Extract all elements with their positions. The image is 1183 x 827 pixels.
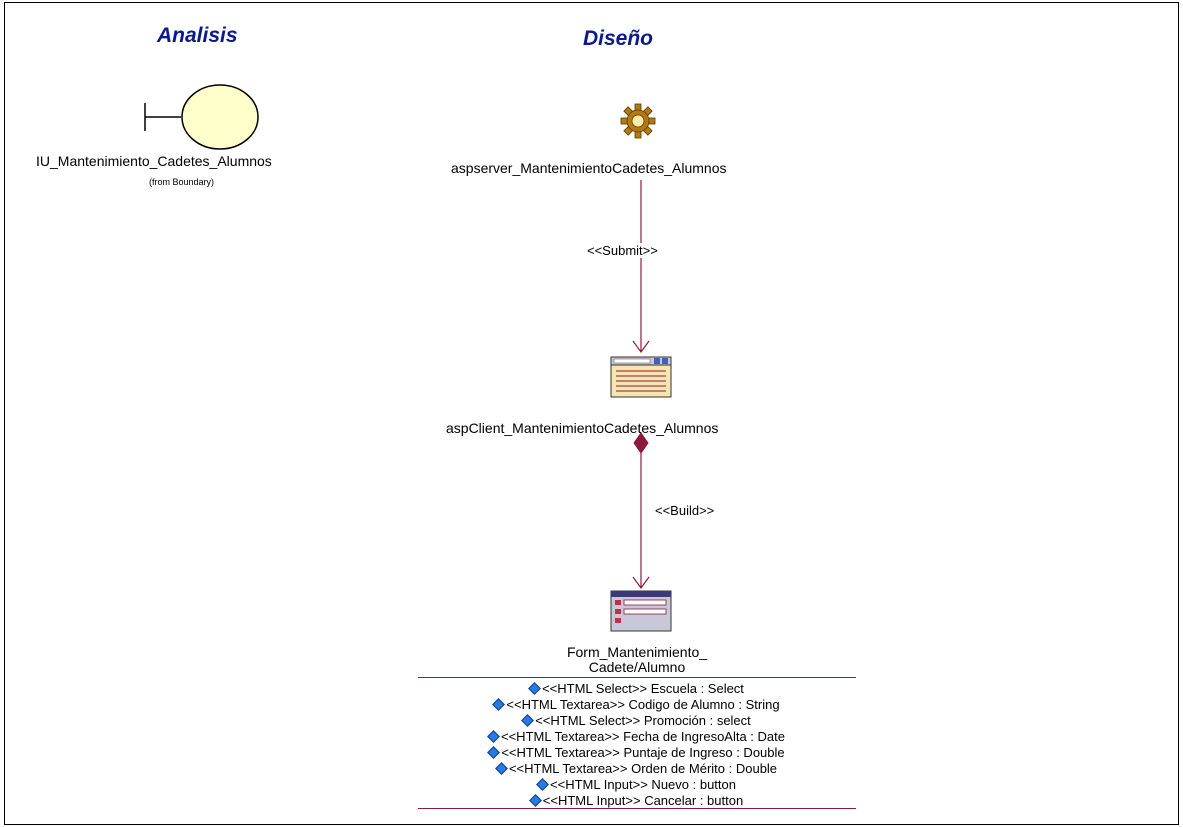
form-attribute-compartment: <<HTML Select>> Escuela : Select <<HTML … [418,677,856,809]
attribute-icon [487,730,500,743]
build-relation[interactable] [632,432,650,590]
attribute-icon [495,762,508,775]
form-name-line1: Form_Mantenimiento_ [566,644,708,660]
form-attribute[interactable]: <<HTML Select>> Promoción : select [418,713,856,729]
diagram-frame [4,2,1179,825]
submit-relation[interactable] [632,180,650,354]
attribute-icon [528,682,541,695]
boundary-icon[interactable] [144,84,259,150]
boundary-name: IU_Mantenimiento_Cadetes_Alumnos [36,153,272,169]
form-attribute[interactable]: <<HTML Textarea>> Orden de Mérito : Doub… [418,761,856,777]
server-page-name: aspserver_MantenimientoCadetes_Alumnos [451,160,727,176]
form-attribute[interactable]: <<HTML Textarea>> Fecha de IngresoAlta :… [418,729,856,745]
design-heading: Diseño [583,27,654,50]
analysis-heading: Analisis [157,24,238,47]
attribute-icon [492,698,506,711]
boundary-origin: (from Boundary) [149,177,215,187]
attribute-icon [536,778,549,791]
attribute-icon [521,714,535,727]
form-attribute[interactable]: <<HTML Input>> Cancelar : button [418,793,856,809]
form-attribute[interactable]: <<HTML Textarea>> Codigo de Alumno : Str… [418,697,856,713]
form-attribute[interactable]: <<HTML Textarea>> Puntaje de Ingreso : D… [418,745,856,761]
attribute-icon [528,794,542,807]
form-attribute[interactable]: <<HTML Input>> Nuevo : button [418,777,856,793]
attribute-icon [487,746,501,759]
gear-icon[interactable] [620,103,656,139]
form-attribute[interactable]: <<HTML Select>> Escuela : Select [418,681,856,697]
submit-stereotype: <<Submit>> [587,243,658,258]
form-icon[interactable] [610,590,672,632]
client-page-name: aspClient_MantenimientoCadetes_Alumnos [446,420,719,436]
client-page-icon[interactable] [610,356,672,398]
build-stereotype: <<Build>> [655,503,715,518]
form-name-line2: Cadete/Alumno [588,659,686,675]
